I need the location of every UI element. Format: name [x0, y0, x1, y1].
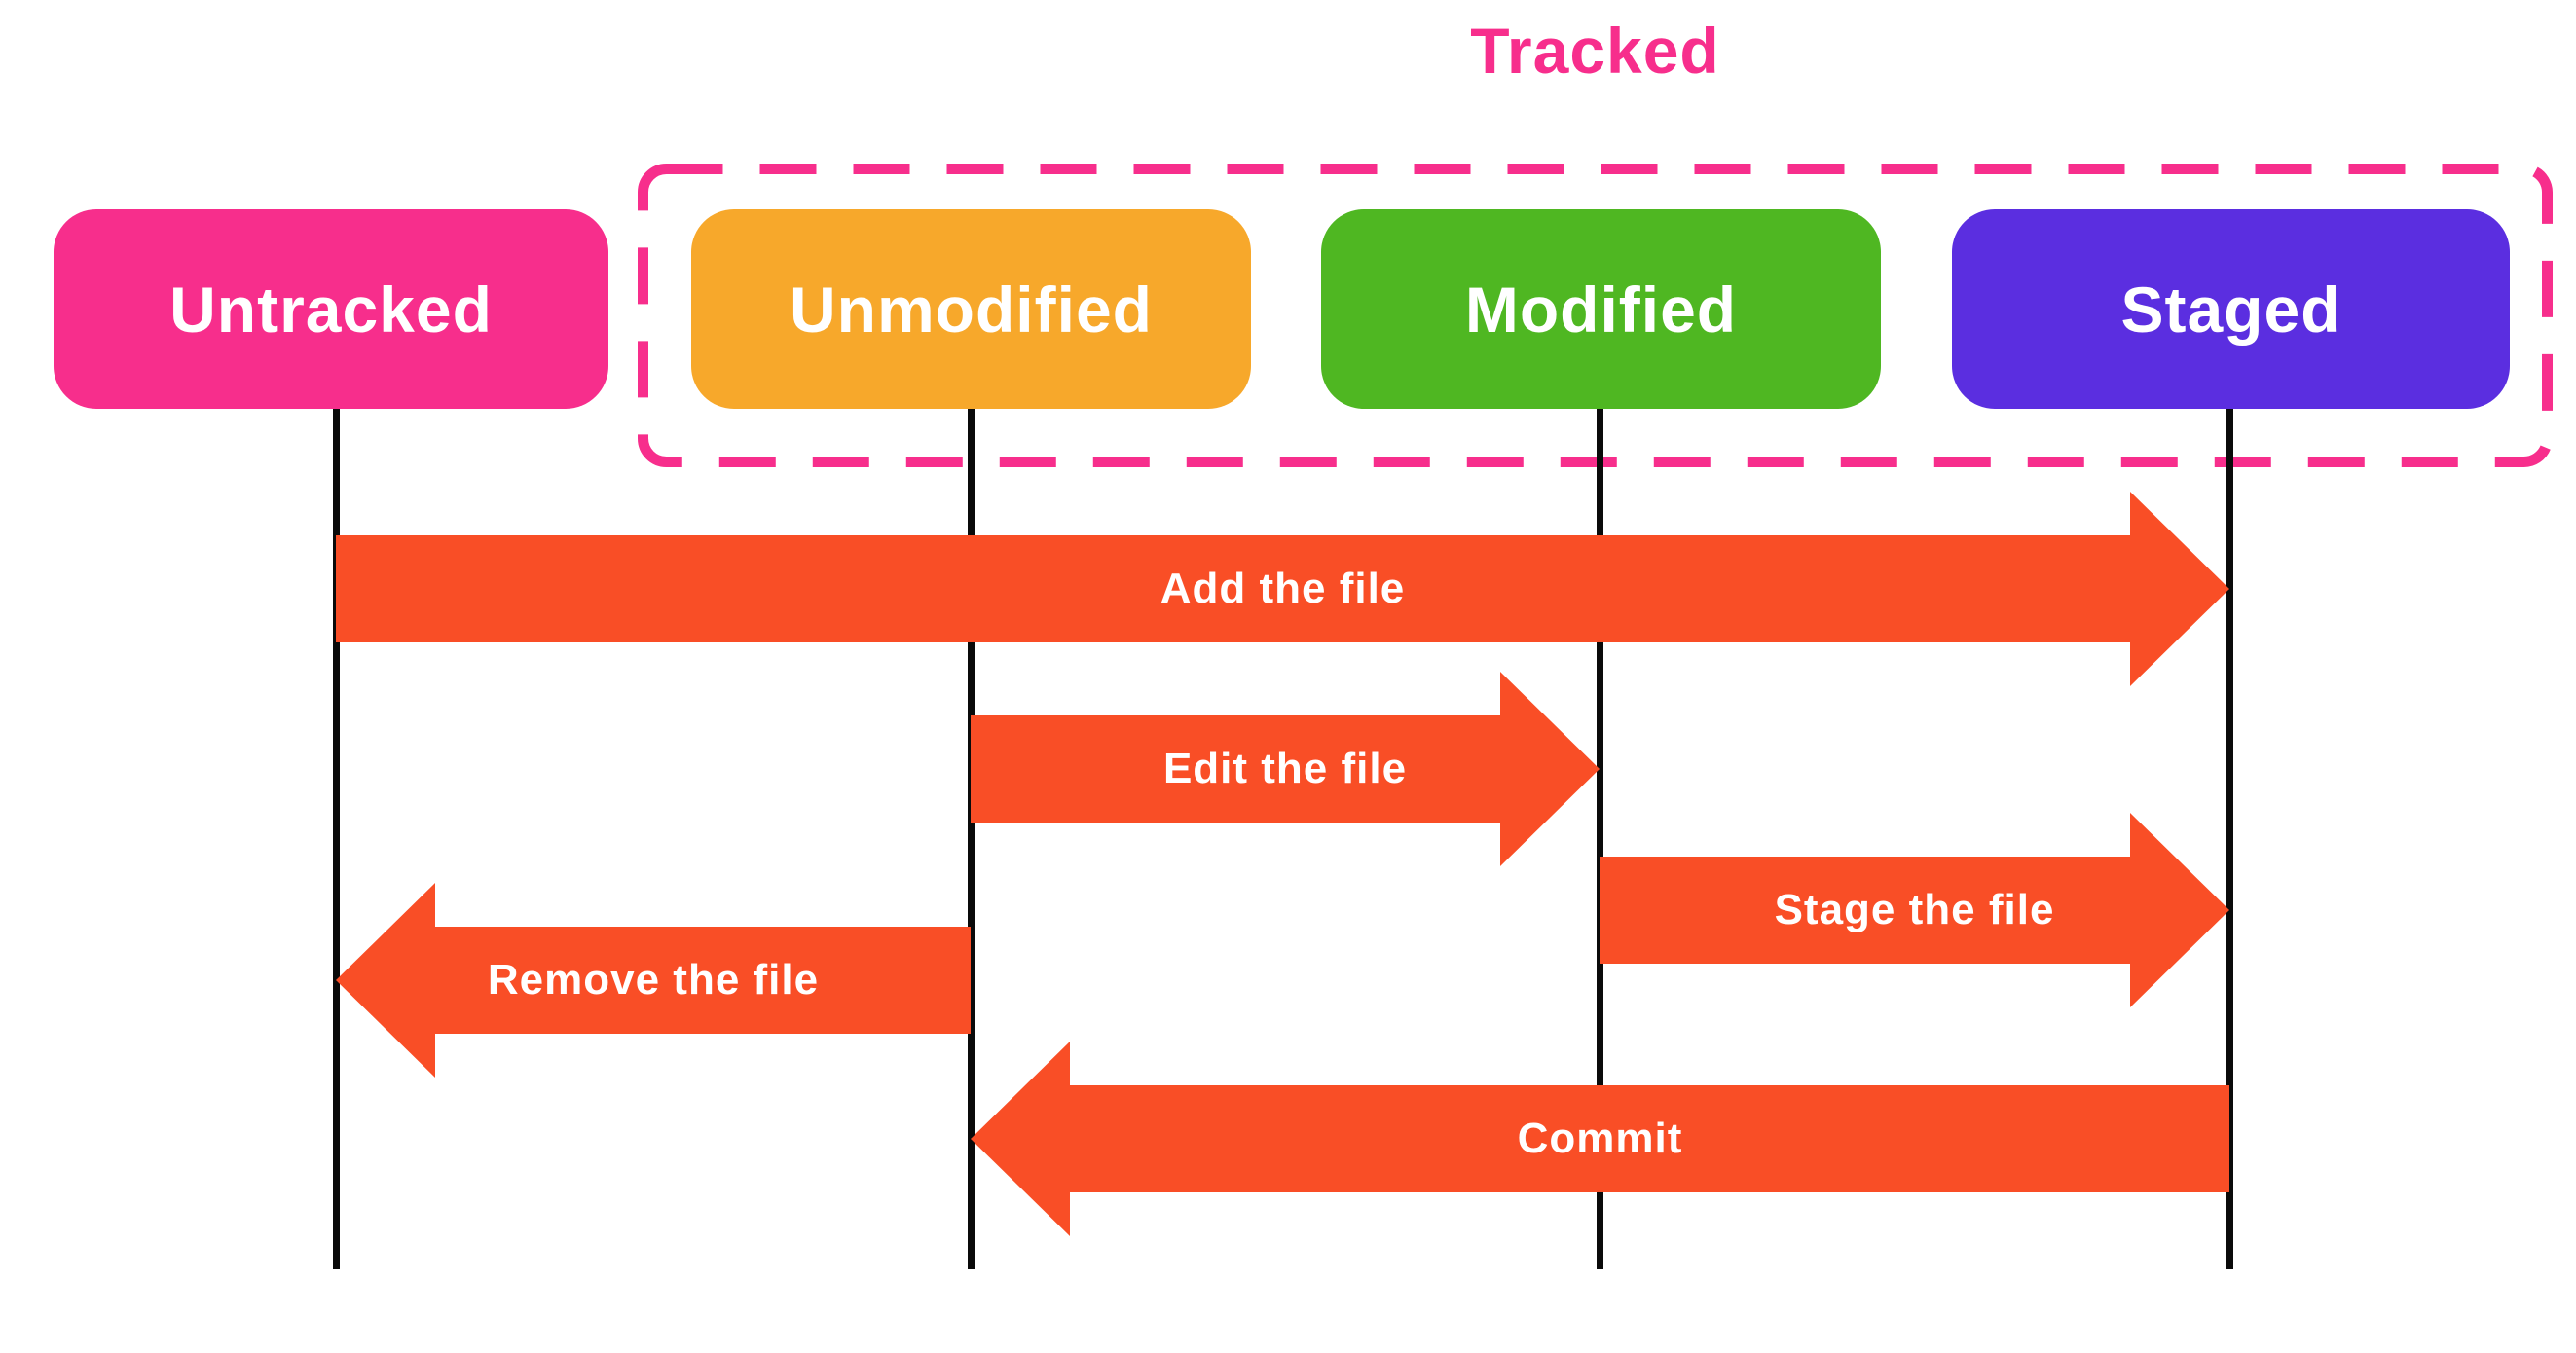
state-label-unmodified: Unmodified	[790, 273, 1153, 346]
state-box-staged: Staged	[1952, 209, 2510, 409]
transition-arrow-remove: Remove the file	[336, 883, 971, 1078]
state-label-staged: Staged	[2120, 273, 2341, 346]
transition-label-commit: Commit	[1517, 1115, 1683, 1162]
transition-arrow-commit: Commit	[971, 1042, 2229, 1236]
state-label-untracked: Untracked	[169, 273, 493, 346]
tracked-group-title: Tracked	[1470, 15, 1720, 87]
state-box-unmodified: Unmodified	[691, 209, 1251, 409]
transition-label-stage: Stage the file	[1774, 886, 2055, 933]
state-box-modified: Modified	[1321, 209, 1881, 409]
arrow-body	[971, 715, 1502, 823]
transition-arrow-add: Add the file	[336, 492, 2229, 686]
transition-arrow-stage: Stage the file	[1600, 813, 2229, 1007]
state-box-untracked: Untracked	[54, 209, 608, 409]
arrow-body	[1068, 1085, 2229, 1192]
arrow-body	[336, 535, 2132, 642]
lifeline-unmodified	[968, 407, 975, 1269]
transition-arrow-edit: Edit the file	[971, 672, 1600, 866]
transition-label-add: Add the file	[1159, 565, 1406, 612]
state-label-modified: Modified	[1464, 273, 1738, 346]
transition-label-remove: Remove the file	[487, 956, 820, 1004]
arrow-body	[433, 927, 971, 1034]
lifeline-staged	[2226, 407, 2233, 1269]
transition-label-edit: Edit the file	[1162, 745, 1408, 792]
lifeline-modified	[1597, 407, 1603, 1269]
arrow-body	[1600, 857, 2132, 964]
dashed-rect	[638, 164, 2553, 467]
lifeline-untracked	[333, 407, 340, 1269]
tracked-group-border	[638, 164, 2553, 467]
